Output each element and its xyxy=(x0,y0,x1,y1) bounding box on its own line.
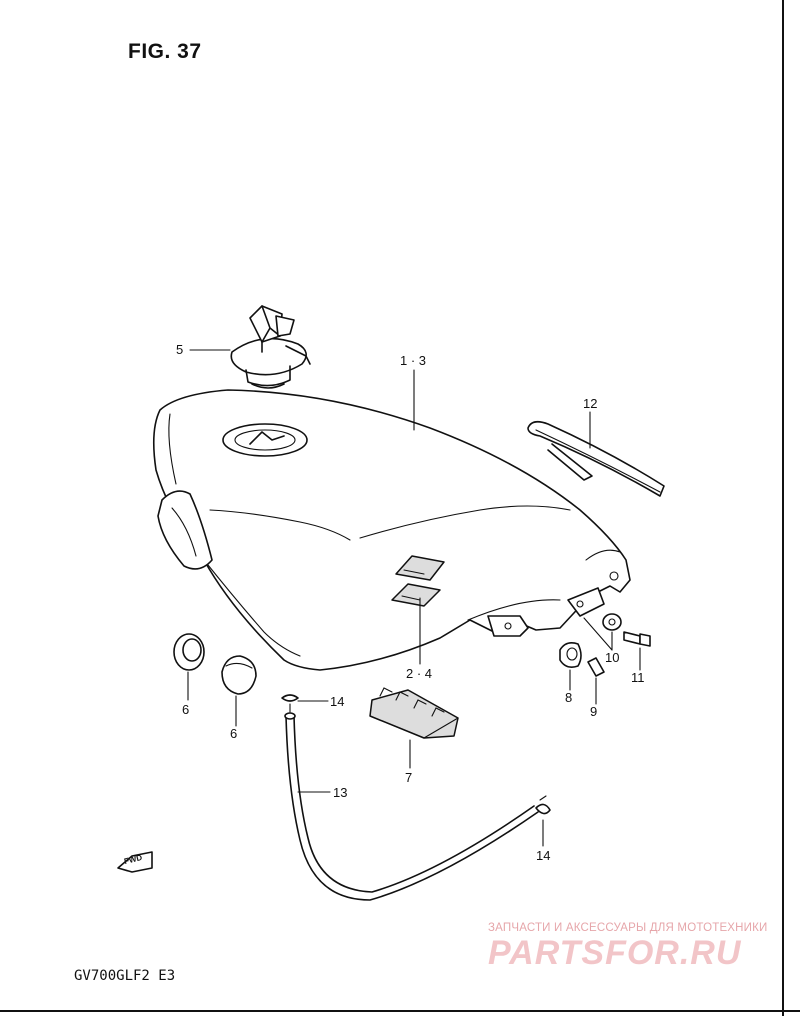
tank-cushion-front xyxy=(173,633,205,671)
callout-6a: 6 xyxy=(182,702,190,717)
watermark-tagline: ЗАПЧАСТИ И АКСЕССУАРЫ ДЛЯ МОТОТЕХНИКИ xyxy=(488,922,768,934)
tank-cushion-rear xyxy=(221,655,257,695)
callout-14b: 14 xyxy=(536,848,551,863)
callout-14a: 14 xyxy=(330,694,345,709)
model-code: GV700GLF2 E3 xyxy=(74,968,176,984)
tank-trim-strip xyxy=(527,420,665,497)
leader-lines xyxy=(187,349,641,847)
page-border-right xyxy=(782,0,784,1016)
bolt xyxy=(623,631,651,647)
callout-9: 9 xyxy=(590,704,598,719)
fuel-tank xyxy=(152,389,631,671)
callout-8: 8 xyxy=(565,690,573,705)
callout-7: 7 xyxy=(405,770,413,785)
callout-11: 11 xyxy=(631,670,645,685)
hose-clip-bottom xyxy=(535,795,551,815)
figure-title: FIG. 37 xyxy=(128,40,202,63)
callout-2-4: 2 · 4 xyxy=(406,666,433,681)
callout-13: 13 xyxy=(333,785,348,800)
hose-clip-top xyxy=(281,694,299,713)
callout-12: 12 xyxy=(583,396,598,411)
fuel-hose xyxy=(284,712,539,901)
watermark-logo: PARTSFOR.RU xyxy=(488,934,742,972)
grommet xyxy=(559,642,582,668)
washer xyxy=(602,613,622,631)
callout-6b: 6 xyxy=(230,726,238,741)
rear-mount-cushion xyxy=(369,687,459,739)
forward-direction-arrow xyxy=(117,851,153,873)
callout-10: 10 xyxy=(605,650,620,665)
callout-1-3: 1 · 3 xyxy=(400,353,427,368)
page-border-bottom xyxy=(0,1010,800,1012)
tank-emblem xyxy=(391,555,445,607)
callout-5: 5 xyxy=(176,342,184,357)
spacer xyxy=(587,657,605,677)
fuel-cap-assembly xyxy=(230,305,311,389)
